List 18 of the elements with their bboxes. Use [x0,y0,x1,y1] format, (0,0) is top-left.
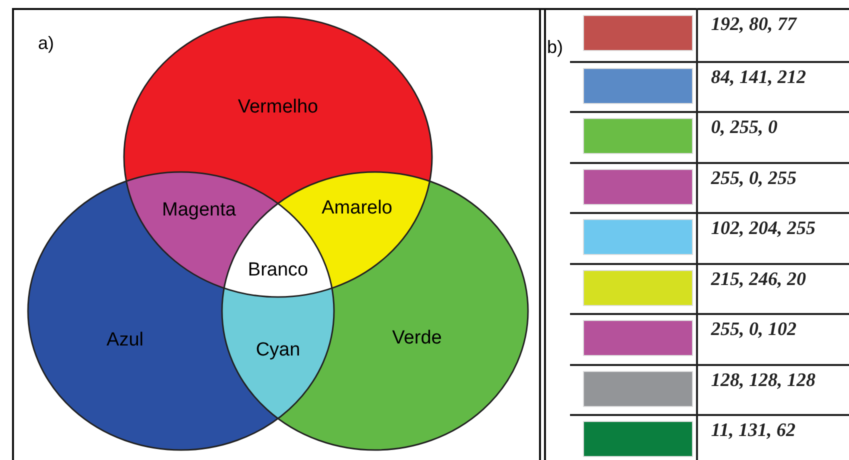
rgb-value: 102, 204, 255 [711,217,816,241]
region-label: Branco [248,260,308,280]
rgb-value: 255, 0, 255 [711,166,796,190]
panel-label: a) [38,34,54,52]
rgb-value: 255, 0, 102 [711,318,796,342]
rgb-value: 192, 80, 77 [711,13,796,37]
region-label: Verde [392,328,442,348]
panel-label: b) [547,38,564,56]
rgb-value: 0, 255, 0 [711,116,778,140]
region-label: Amarelo [322,198,392,218]
region-label: Azul [106,330,144,350]
region-label: Vermelho [238,98,318,116]
region-label: Cyan [256,340,300,360]
rgb-value: 215, 246, 20 [711,268,806,292]
rgb-value: 84, 141, 212 [711,66,806,90]
rgb-value: 11, 131, 62 [711,419,796,443]
region-label: Magenta [162,200,236,220]
rgb-value: 128, 128, 128 [711,368,816,392]
